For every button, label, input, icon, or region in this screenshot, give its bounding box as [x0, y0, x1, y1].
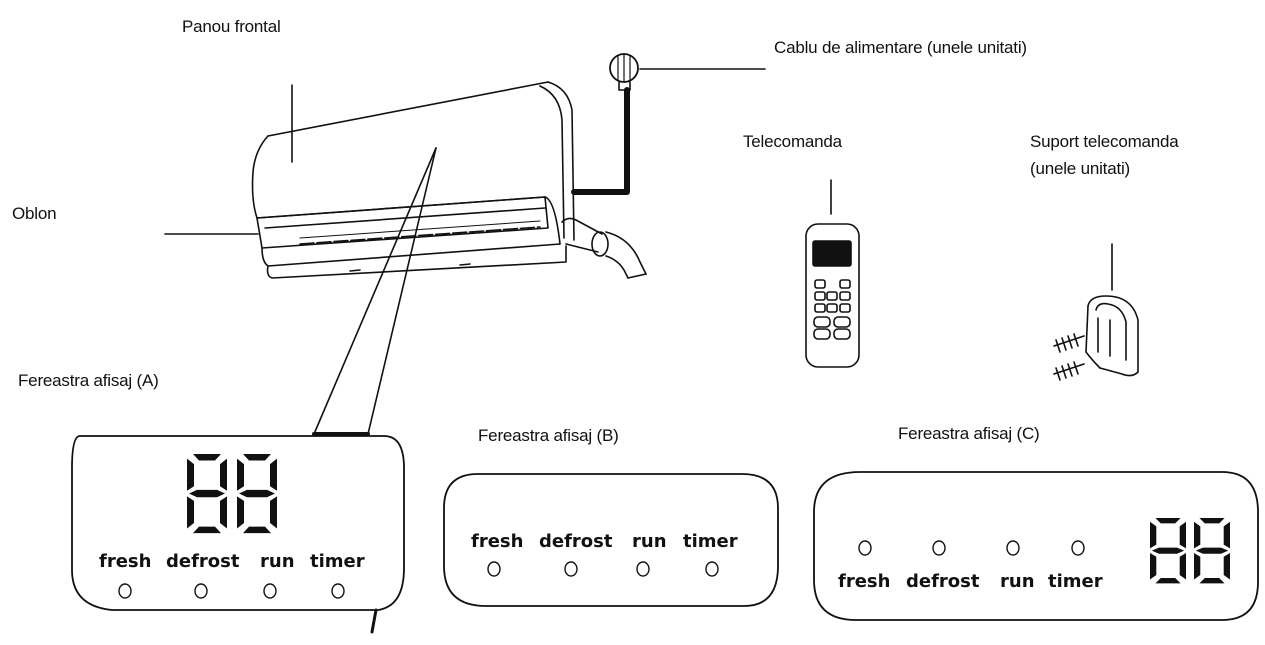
leader-display-a-right — [367, 147, 437, 435]
indicator-label-timer-a: timer — [310, 551, 365, 572]
display-panel-b — [443, 473, 779, 607]
led-timer-b — [705, 561, 719, 577]
digits-display-c — [1150, 518, 1230, 584]
display-b-leds — [487, 561, 719, 577]
digits-display-a — [187, 454, 277, 534]
label-display-b: Fereastra afisaj (B) — [478, 426, 619, 445]
indicator-label-timer-c: timer — [1048, 571, 1103, 592]
led-defrost-a — [194, 583, 208, 599]
display-a-leds — [118, 583, 345, 599]
display-panel-c — [813, 471, 1259, 621]
remote-control — [805, 179, 860, 368]
label-display-c: Fereastra afisaj (C) — [898, 424, 1040, 443]
indicator-label-fresh-c: fresh — [838, 571, 891, 592]
label-display-a: Fereastra afisaj (A) — [18, 371, 159, 390]
indicator-label-defrost-c: defrost — [906, 571, 980, 592]
leader-display-a-left — [313, 147, 437, 435]
led-timer-c — [1071, 540, 1085, 556]
indicator-label-run-b: run — [632, 531, 667, 552]
label-front-panel: Panou frontal — [182, 17, 281, 36]
led-timer-a — [331, 583, 345, 599]
led-run-b — [636, 561, 650, 577]
led-run-a — [263, 583, 277, 599]
led-fresh-b — [487, 561, 501, 577]
led-defrost-c — [932, 540, 946, 556]
led-defrost-b — [564, 561, 578, 577]
indicator-label-defrost-b: defrost — [539, 531, 613, 552]
led-fresh-a — [118, 583, 132, 599]
drain-hose — [561, 217, 647, 279]
label-power-cable: Cablu de alimentare (unele unitati) — [774, 38, 1027, 57]
label-louver: Oblon — [12, 204, 57, 223]
indicator-label-run-a: run — [260, 551, 295, 572]
led-run-c — [1006, 540, 1020, 556]
indicator-label-run-c: run — [1000, 571, 1035, 592]
display-panel-a — [71, 435, 405, 611]
indicator-label-timer-b: timer — [683, 531, 738, 552]
label-remote-holder-line2: (unele unitati) — [1030, 159, 1131, 178]
indicator-label-defrost-a: defrost — [166, 551, 240, 572]
indicator-label-fresh-b: fresh — [471, 531, 524, 552]
label-remote-holder-line1: Suport telecomanda — [1030, 132, 1179, 151]
display-c-leds — [858, 540, 1085, 556]
power-cable — [571, 53, 766, 195]
led-fresh-c — [858, 540, 872, 556]
remote-holder — [1053, 243, 1139, 381]
label-remote: Telecomanda — [743, 132, 842, 151]
indicator-label-fresh-a: fresh — [99, 551, 152, 572]
indoor-unit — [251, 81, 575, 279]
